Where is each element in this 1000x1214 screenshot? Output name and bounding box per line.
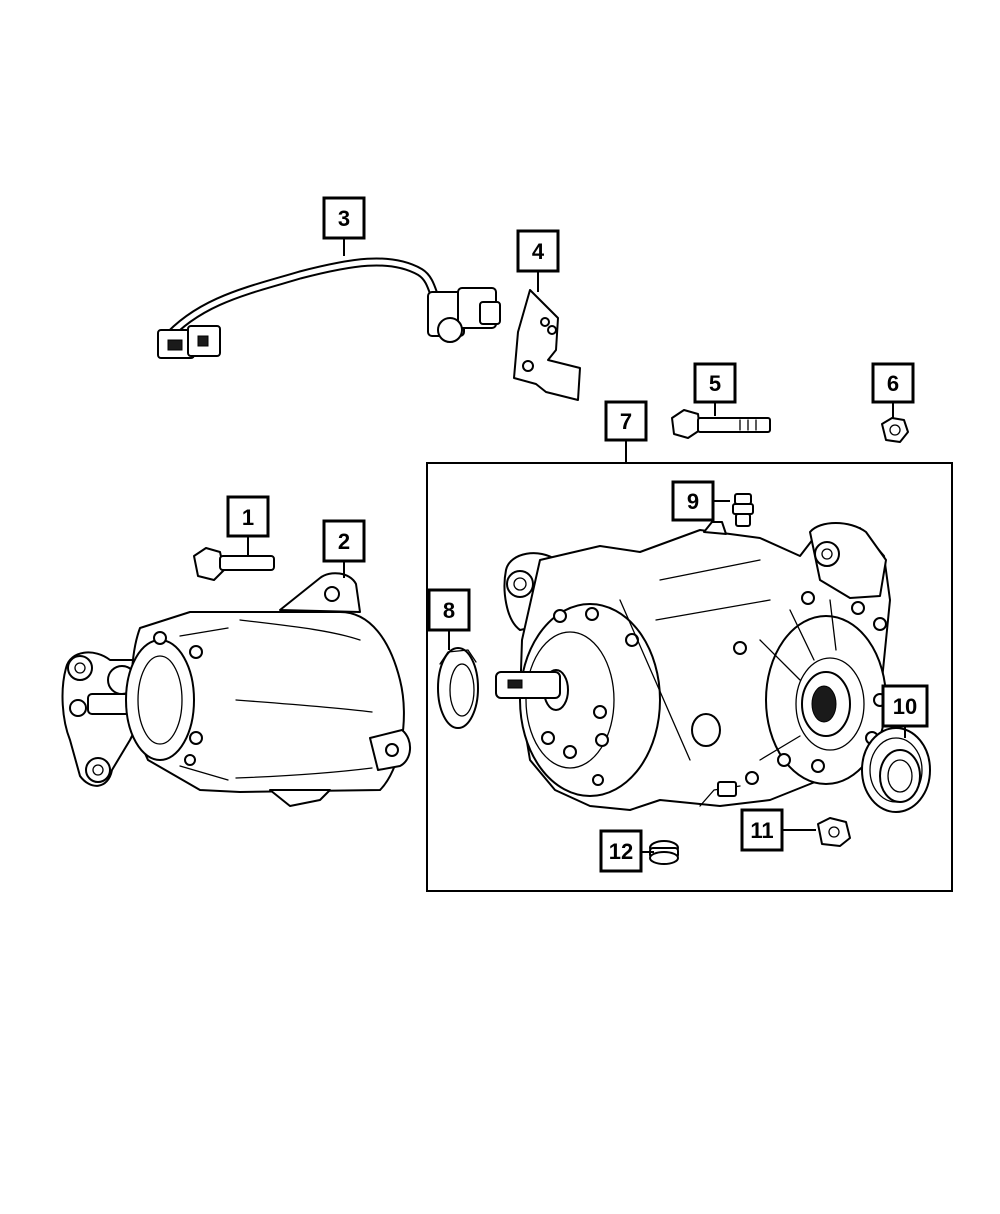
callout-label-7: 7 (620, 409, 632, 434)
nut-part (881, 417, 909, 443)
bracket-part (513, 289, 581, 401)
callout-10: 10 (881, 684, 929, 728)
callout-2: 2 (322, 519, 366, 563)
assembly-group-frame (426, 462, 953, 892)
callout-label-5: 5 (709, 371, 721, 396)
callout-6: 6 (871, 362, 915, 404)
callout-1: 1 (226, 495, 270, 538)
callout-5: 5 (693, 362, 737, 404)
bolt-part (193, 547, 275, 581)
callout-label-9: 9 (687, 489, 699, 514)
callout-3: 3 (322, 196, 366, 240)
callout-label-1: 1 (242, 505, 254, 530)
callout-label-8: 8 (443, 598, 455, 623)
axle-seal-part (861, 727, 931, 813)
callout-7: 7 (604, 400, 648, 442)
callout-label-11: 11 (750, 818, 773, 843)
callout-11: 11 (740, 808, 784, 852)
callout-4: 4 (516, 229, 560, 273)
long-bolt-part (671, 409, 771, 439)
callout-label-10: 10 (893, 694, 917, 719)
callout-label-6: 6 (887, 371, 899, 396)
drain-plug-part (817, 817, 851, 847)
callout-label-3: 3 (338, 206, 350, 231)
callout-label-12: 12 (609, 839, 633, 864)
callout-9: 9 (671, 480, 715, 522)
fill-plug-part (649, 840, 679, 865)
callout-label-2: 2 (338, 529, 350, 554)
differential-housing-part (495, 521, 891, 811)
actuator-housing-part (61, 572, 411, 807)
vent-fitting-part (732, 493, 754, 527)
callout-8: 8 (427, 588, 471, 632)
wiring-harness-part (157, 257, 501, 359)
callout-12: 12 (599, 829, 643, 873)
callout-label-4: 4 (532, 239, 545, 264)
seal-ring-part (437, 647, 479, 729)
